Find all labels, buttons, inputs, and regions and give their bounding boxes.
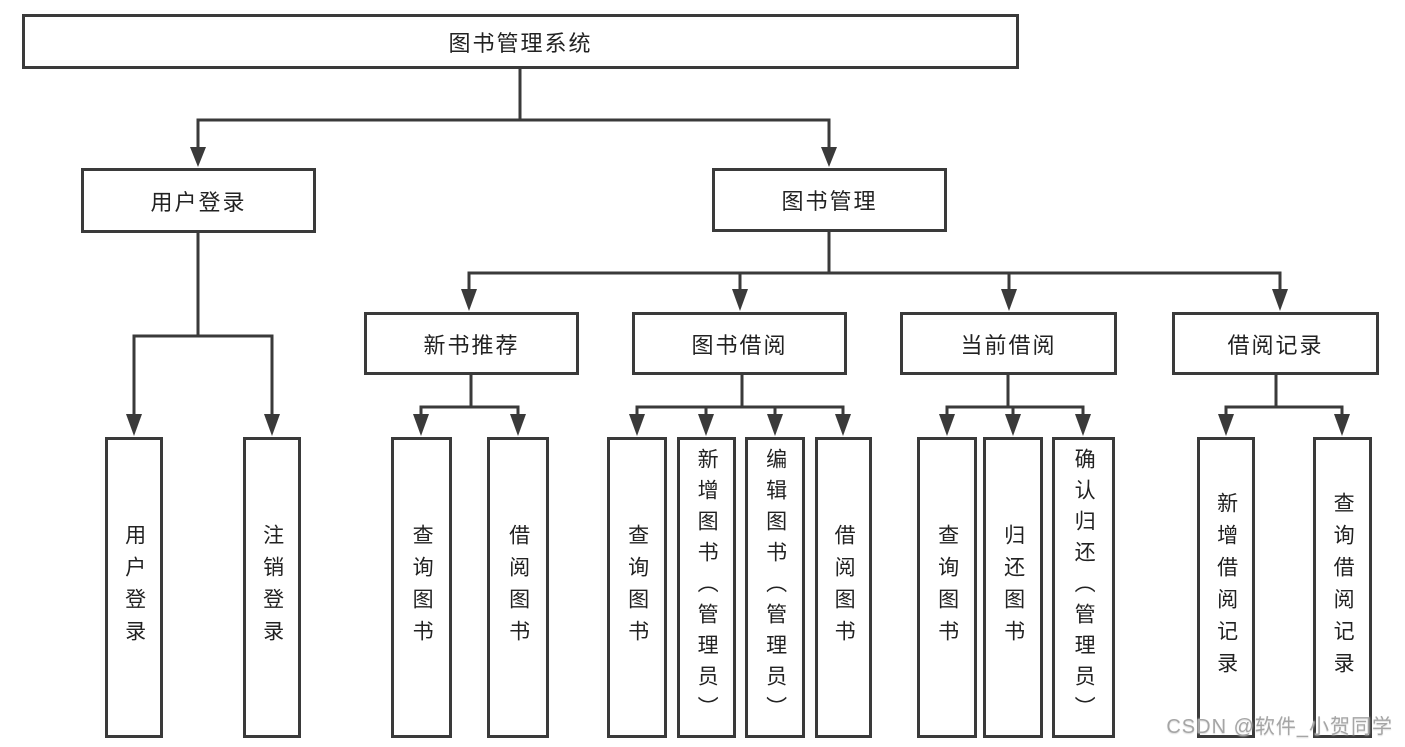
node-current-borrow-label: 当前借阅 [960,332,1057,358]
leaf-borrow-query-books-label: 查询图书 [625,523,649,652]
node-user-login-group-label: 用户登录 [150,189,247,215]
node-borrow-records: 借阅记录 [1172,312,1379,375]
csdn-watermark: CSDN @软件_小贺同学 [1166,716,1393,738]
leaf-records-query-record: 查询借阅记录 [1313,437,1372,738]
leaf-recommend-query-books: 查询图书 [391,437,452,738]
leaf-records-query-record-label: 查询借阅记录 [1331,491,1355,684]
node-new-book-recommend: 新书推荐 [364,312,579,375]
connector-borrow-to-leaves [635,375,845,419]
leaf-user-login: 用户登录 [105,437,163,738]
connector-records-to-leaves [1224,375,1344,419]
leaf-current-return-books: 归还图书 [983,437,1043,738]
leaf-current-confirm-return-admin: 确认归还（管理员） [1052,437,1115,738]
leaf-current-query-books: 查询图书 [917,437,977,738]
node-book-borrow-label: 图书借阅 [691,332,788,358]
leaf-recommend-borrow-books-label: 借阅图书 [506,523,530,652]
arrowheads [126,147,1350,436]
connector-userlogin-to-leaves [132,233,274,421]
leaf-user-login-label: 用户登录 [122,523,146,652]
node-root-system: 图书管理系统 [22,14,1019,69]
leaf-borrow-borrow-books-label: 借阅图书 [832,523,856,652]
node-book-borrow: 图书借阅 [632,312,847,375]
node-current-borrow: 当前借阅 [900,312,1117,375]
leaf-borrow-add-books-admin-label: 新增图书（管理员） [695,448,719,727]
leaf-recommend-borrow-books: 借阅图书 [487,437,549,738]
connector-root-to-level2 [196,69,831,152]
leaf-recommend-query-books-label: 查询图书 [410,523,434,652]
connector-bookmgmt-to-level3 [467,232,1282,294]
node-root-label: 图书管理系统 [448,30,593,56]
node-user-login-group: 用户登录 [81,168,316,233]
leaf-borrow-add-books-admin: 新增图书（管理员） [677,437,736,738]
node-book-management-group: 图书管理 [712,168,947,232]
leaf-records-add-record: 新增借阅记录 [1197,437,1255,738]
leaf-current-return-books-label: 归还图书 [1001,523,1025,652]
leaf-logout-label: 注销登录 [260,523,284,652]
leaf-borrow-edit-books-admin-label: 编辑图书（管理员） [763,448,787,727]
connector-recommend-to-leaves [419,375,520,419]
leaf-logout: 注销登录 [243,437,301,738]
node-book-management-group-label: 图书管理 [781,189,878,214]
leaf-current-query-books-label: 查询图书 [935,523,959,652]
leaf-current-confirm-return-admin-label: 确认归还（管理员） [1072,448,1096,727]
node-new-book-recommend-label: 新书推荐 [423,332,520,358]
leaf-borrow-query-books: 查询图书 [607,437,667,738]
node-borrow-records-label: 借阅记录 [1227,332,1324,358]
leaf-borrow-edit-books-admin: 编辑图书（管理员） [745,437,805,738]
leaf-borrow-borrow-books: 借阅图书 [815,437,872,738]
connector-current-to-leaves [945,375,1085,419]
leaf-records-add-record-label: 新增借阅记录 [1214,491,1238,684]
